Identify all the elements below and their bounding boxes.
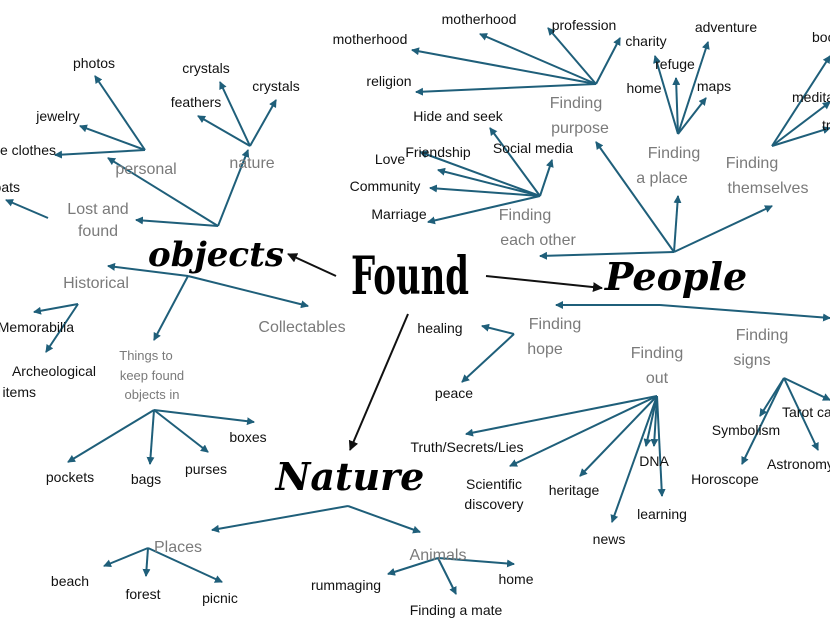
leaf-love: Love xyxy=(375,151,406,167)
leaf-truth: Truth/Secrets/Lies xyxy=(410,439,523,455)
leaf-astronomy: Astronomy xyxy=(767,456,830,472)
leaf-pockets: pockets xyxy=(46,469,94,485)
leaf-purses: purses xyxy=(185,461,227,477)
leaf-scientific-2: discovery xyxy=(464,496,523,512)
topic-lost-found-1: Lost and xyxy=(67,201,128,218)
leaf-feathers: feathers xyxy=(171,94,222,110)
leaf-learning: learning xyxy=(637,506,687,522)
leaf-jewelry: jewelry xyxy=(35,108,80,124)
topic-places: Places xyxy=(154,539,202,556)
leaf-tarot: Tarot cards xyxy=(782,404,830,420)
topic-each-other-2: each other xyxy=(500,232,576,249)
leaf-refuge: refuge xyxy=(655,56,695,72)
leaf-picnic: picnic xyxy=(202,590,238,606)
leaf-news: news xyxy=(593,531,626,547)
leaf-adventure: adventure xyxy=(695,19,757,35)
category-objects: objects xyxy=(148,235,284,275)
topic-out-2: out xyxy=(646,370,669,387)
topic-purpose-1: Finding xyxy=(550,95,602,112)
hub-title: Found xyxy=(351,246,469,307)
leaf-travel: travel xyxy=(822,117,830,133)
leaf-hide-seek: Hide and seek xyxy=(413,108,504,124)
topic-personal: personal xyxy=(115,161,176,178)
topic-place-2: a place xyxy=(636,170,688,187)
leaf-marriage: Marriage xyxy=(371,206,426,222)
hub-arrows xyxy=(287,253,603,451)
leaf-social-media: Social media xyxy=(493,140,573,156)
topic-nature-objects: nature xyxy=(229,155,274,172)
leaf-finding-mate: Finding a mate xyxy=(410,602,503,618)
leaf-archeological-2: items xyxy=(3,384,36,400)
topic-themselves-1: Finding xyxy=(726,155,778,172)
leaf-crystals-2: crystals xyxy=(252,78,299,94)
leaf-horoscope: Horoscope xyxy=(691,471,759,487)
leaf-healing: healing xyxy=(417,320,462,336)
leaf-heritage: heritage xyxy=(549,482,600,498)
leaf-dna: DNA xyxy=(639,453,669,469)
leaf-motherhood-1: motherhood xyxy=(333,31,408,47)
topic-hope-2: hope xyxy=(527,341,563,358)
leaf-friendship: Friendship xyxy=(405,144,471,160)
leaf-peace: peace xyxy=(435,385,473,401)
leaf-boxes: boxes xyxy=(229,429,266,445)
leaf-memorabilia: Memorabilia xyxy=(0,319,74,335)
leaf-boats: boats xyxy=(0,179,20,195)
category-people: People xyxy=(604,254,747,299)
category-nature: Nature xyxy=(275,454,425,499)
leaf-home-nature: home xyxy=(498,571,533,587)
leaf-archeological-1: Archeological xyxy=(12,363,96,379)
topic-each-other-1: Finding xyxy=(499,207,551,224)
topic-signs-2: signs xyxy=(733,352,770,369)
topic-hope-1: Finding xyxy=(529,316,581,333)
leaf-home-people: home xyxy=(626,80,661,96)
topic-historical: Historical xyxy=(63,275,129,292)
topic-place-1: Finding xyxy=(648,145,700,162)
leaf-bags: bags xyxy=(131,471,161,487)
leaf-symbolism: Symbolism xyxy=(712,422,780,438)
leaf-rummaging: rummaging xyxy=(311,577,381,593)
leaf-maps: maps xyxy=(697,78,731,94)
leaf-scientific-1: Scientific xyxy=(466,476,522,492)
leaf-community: Community xyxy=(350,178,421,194)
topic-lost-found-2: found xyxy=(78,223,118,240)
topic-signs-1: Finding xyxy=(736,327,788,344)
connectors xyxy=(5,27,830,595)
leaf-crystals-1: crystals xyxy=(182,60,229,76)
topic-purpose-2: purpose xyxy=(551,120,609,137)
topic-things-2: keep found xyxy=(120,368,184,383)
leaf-vintage-clothes: Vintage clothes xyxy=(0,142,56,158)
topic-themselves-2: themselves xyxy=(728,180,809,197)
leaf-forest: forest xyxy=(125,586,160,602)
topic-animals: Animals xyxy=(410,547,467,564)
leaf-beach: beach xyxy=(51,573,89,589)
topic-out-1: Finding xyxy=(631,345,683,362)
topic-things-3: objects in xyxy=(125,387,180,402)
leaf-charity: charity xyxy=(625,33,666,49)
leaf-motherhood-2: motherhood xyxy=(442,11,517,27)
leaf-meditation: meditation xyxy=(792,89,830,105)
topic-things-1: Things to xyxy=(119,348,172,363)
leaf-books: books xyxy=(812,29,830,45)
leaf-religion: religion xyxy=(366,73,411,89)
leaf-photos: photos xyxy=(73,55,115,71)
topic-collectables: Collectables xyxy=(258,319,345,336)
leaf-profession: profession xyxy=(552,17,617,33)
